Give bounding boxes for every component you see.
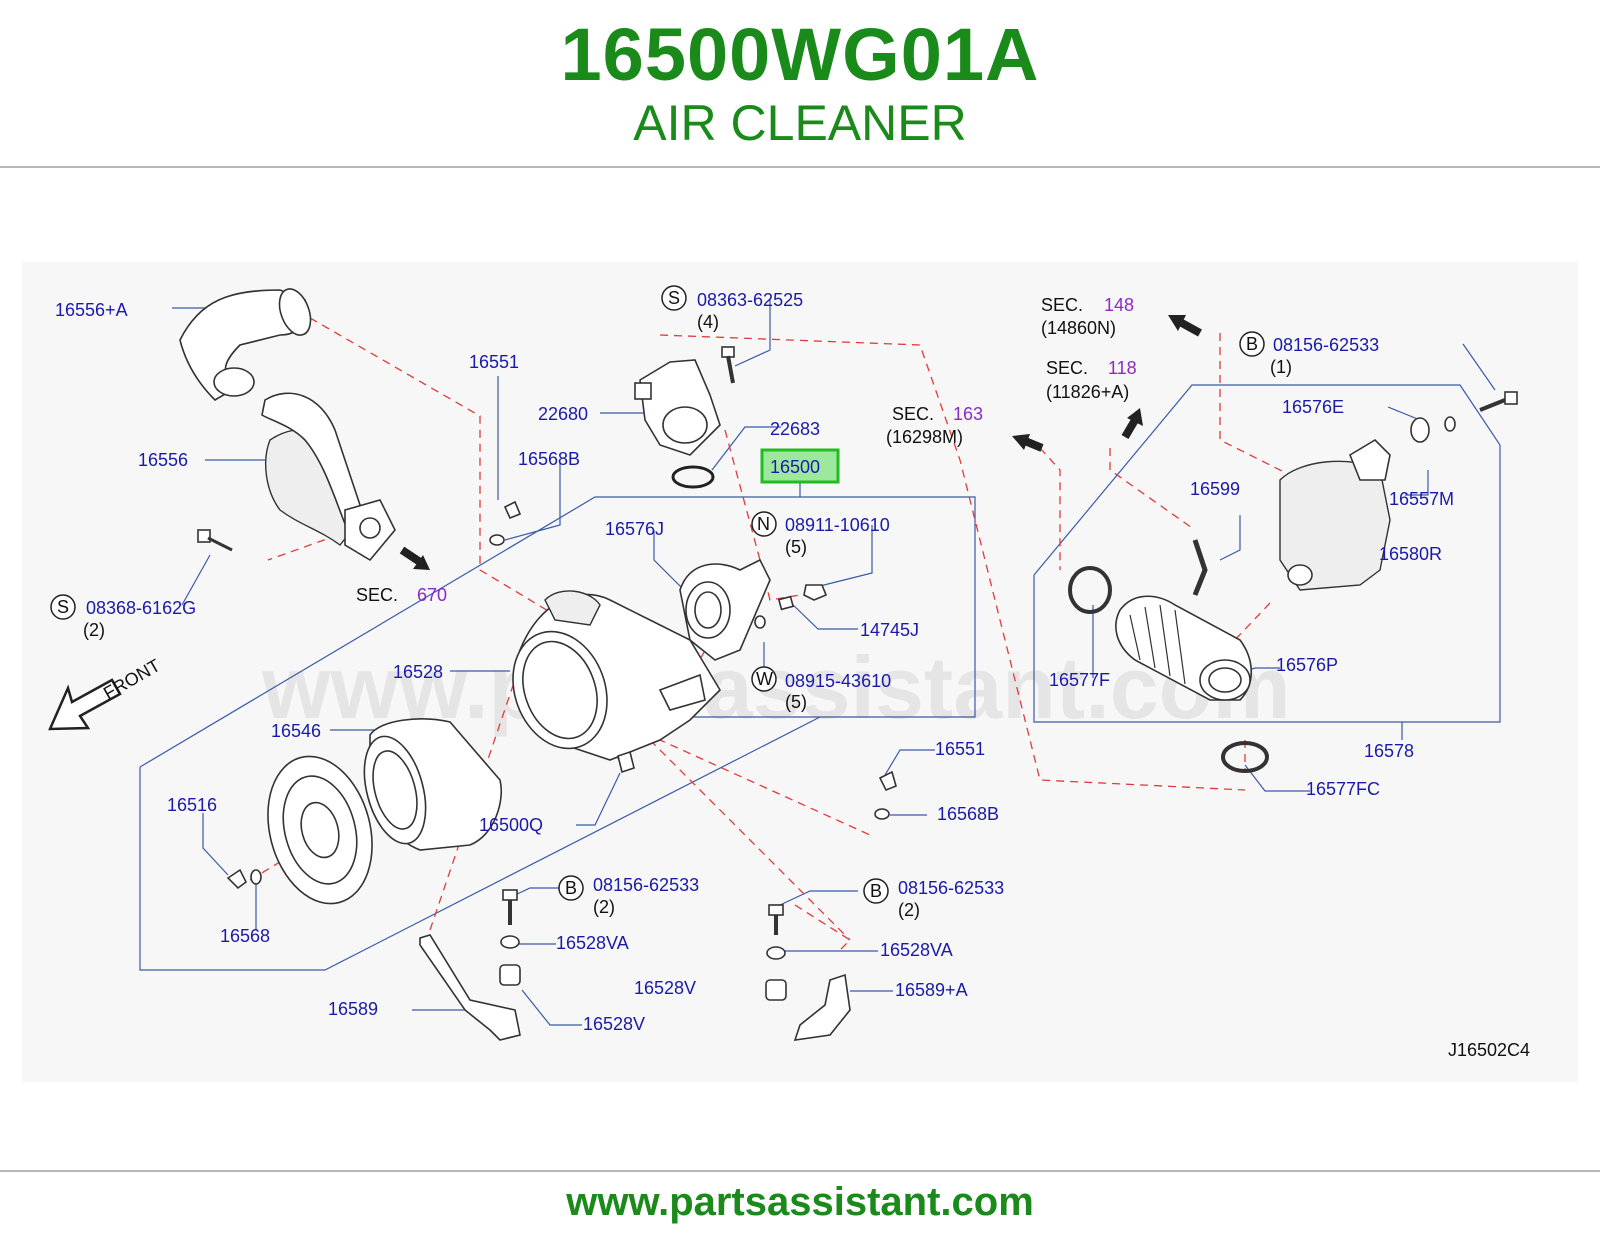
label-16556a[interactable]: 16556+A: [55, 300, 128, 320]
label-22680[interactable]: 22680: [538, 404, 588, 424]
label-16577fc[interactable]: 16577FC: [1306, 779, 1380, 799]
label-16516[interactable]: 16516: [167, 795, 217, 815]
label-08911-10610[interactable]: 08911-10610: [785, 515, 890, 535]
label-16500[interactable]: 16500: [770, 457, 820, 477]
label-16576p[interactable]: 16576P: [1276, 655, 1338, 675]
label-16576j[interactable]: 16576J: [605, 519, 664, 539]
qty-08363: (4): [697, 312, 719, 332]
label-14745j[interactable]: 14745J: [860, 620, 919, 640]
badge-w-08915: W: [756, 669, 773, 689]
label-16528v-b[interactable]: 16528V: [634, 978, 696, 998]
label-08368-6162g[interactable]: 08368-6162G: [86, 598, 196, 618]
label-16528v-a[interactable]: 16528V: [583, 1014, 645, 1034]
label-16568b-top[interactable]: 16568B: [518, 449, 580, 469]
sec-163-number[interactable]: 163: [953, 404, 983, 424]
leader-lines: [139, 298, 1501, 1026]
header-divider: [0, 166, 1600, 168]
label-16599[interactable]: 16599: [1190, 479, 1240, 499]
label-08156-62533-c[interactable]: 08156-62533: [1273, 335, 1379, 355]
arrow-sec148: [1168, 315, 1202, 337]
page-header: 16500WG01A AIR CLEANER: [0, 0, 1600, 168]
label-16580r[interactable]: 16580R: [1379, 544, 1442, 564]
label-16556[interactable]: 16556: [138, 450, 188, 470]
front-arrow: [48, 678, 122, 731]
label-16546[interactable]: 16546: [271, 721, 321, 741]
label-16528va-a[interactable]: 16528VA: [556, 933, 629, 953]
part-name-subtitle: AIR CLEANER: [633, 95, 967, 151]
label-22683[interactable]: 22683: [770, 419, 820, 439]
sec-670-number[interactable]: 670: [417, 585, 447, 605]
badge-b-08156-c: B: [1246, 334, 1258, 354]
arrow-sec670: [399, 546, 430, 570]
sec-163-label: SEC.: [892, 404, 934, 424]
qty-08156-a: (2): [593, 897, 615, 917]
arrow-sec118: [1121, 408, 1143, 440]
label-16578[interactable]: 16578: [1364, 741, 1414, 761]
label-08363-62525[interactable]: 08363-62525: [697, 290, 803, 310]
label-16500q[interactable]: 16500Q: [479, 815, 543, 835]
sec-118-ref: (11826+A): [1046, 382, 1129, 402]
badges: [50, 285, 1265, 904]
diagram-code: J16502C4: [1448, 1040, 1530, 1060]
qty-08368: (2): [83, 620, 105, 640]
sec-148-number[interactable]: 148: [1104, 295, 1134, 315]
label-16576e[interactable]: 16576E: [1282, 397, 1344, 417]
label-08156-62533-b[interactable]: 08156-62533: [898, 878, 1004, 898]
footer-url[interactable]: www.partsassistant.com: [566, 1180, 1034, 1224]
sec-118-number[interactable]: 118: [1108, 358, 1137, 378]
label-16528va-b[interactable]: 16528VA: [880, 940, 953, 960]
label-16551-top[interactable]: 16551: [469, 352, 519, 372]
badge-s-08363: S: [668, 288, 680, 308]
sec-118-label: SEC.: [1046, 358, 1088, 378]
label-16528[interactable]: 16528: [393, 662, 443, 682]
label-08915-43610[interactable]: 08915-43610: [785, 671, 891, 691]
label-08156-62533-a[interactable]: 08156-62533: [593, 875, 699, 895]
label-16589a[interactable]: 16589+A: [895, 980, 968, 1000]
footer-divider: [0, 1170, 1600, 1172]
qty-08156-b: (2): [898, 900, 920, 920]
badge-s-08368: S: [57, 597, 69, 617]
qty-08156-c: (1): [1270, 357, 1292, 377]
label-16589[interactable]: 16589: [328, 999, 378, 1019]
label-16577f[interactable]: 16577F: [1049, 670, 1110, 690]
parts-diagram: www.partsassistant.com: [22, 262, 1578, 1082]
direction-arrows: [48, 315, 1202, 731]
arrow-sec163: [1012, 434, 1044, 452]
sec-163-ref: (16298M): [886, 427, 963, 447]
label-16551-bottom[interactable]: 16551: [935, 739, 985, 759]
highlight-box: [760, 448, 840, 484]
qty-08915: (5): [785, 692, 807, 712]
sec-148-label: SEC.: [1041, 295, 1083, 315]
sec-148-ref: (14860N): [1041, 318, 1116, 338]
part-number-title: 16500WG01A: [560, 13, 1040, 96]
qty-08911: (5): [785, 537, 807, 557]
badge-n-08911: N: [757, 514, 770, 534]
label-16568[interactable]: 16568: [220, 926, 270, 946]
label-16557m[interactable]: 16557M: [1389, 489, 1454, 509]
label-16568b-bottom[interactable]: 16568B: [937, 804, 999, 824]
badge-b-08156-b: B: [870, 881, 882, 901]
sec-670-label: SEC.: [356, 585, 398, 605]
badge-b-08156-a: B: [565, 878, 577, 898]
part-drawings: [179, 288, 1518, 1041]
